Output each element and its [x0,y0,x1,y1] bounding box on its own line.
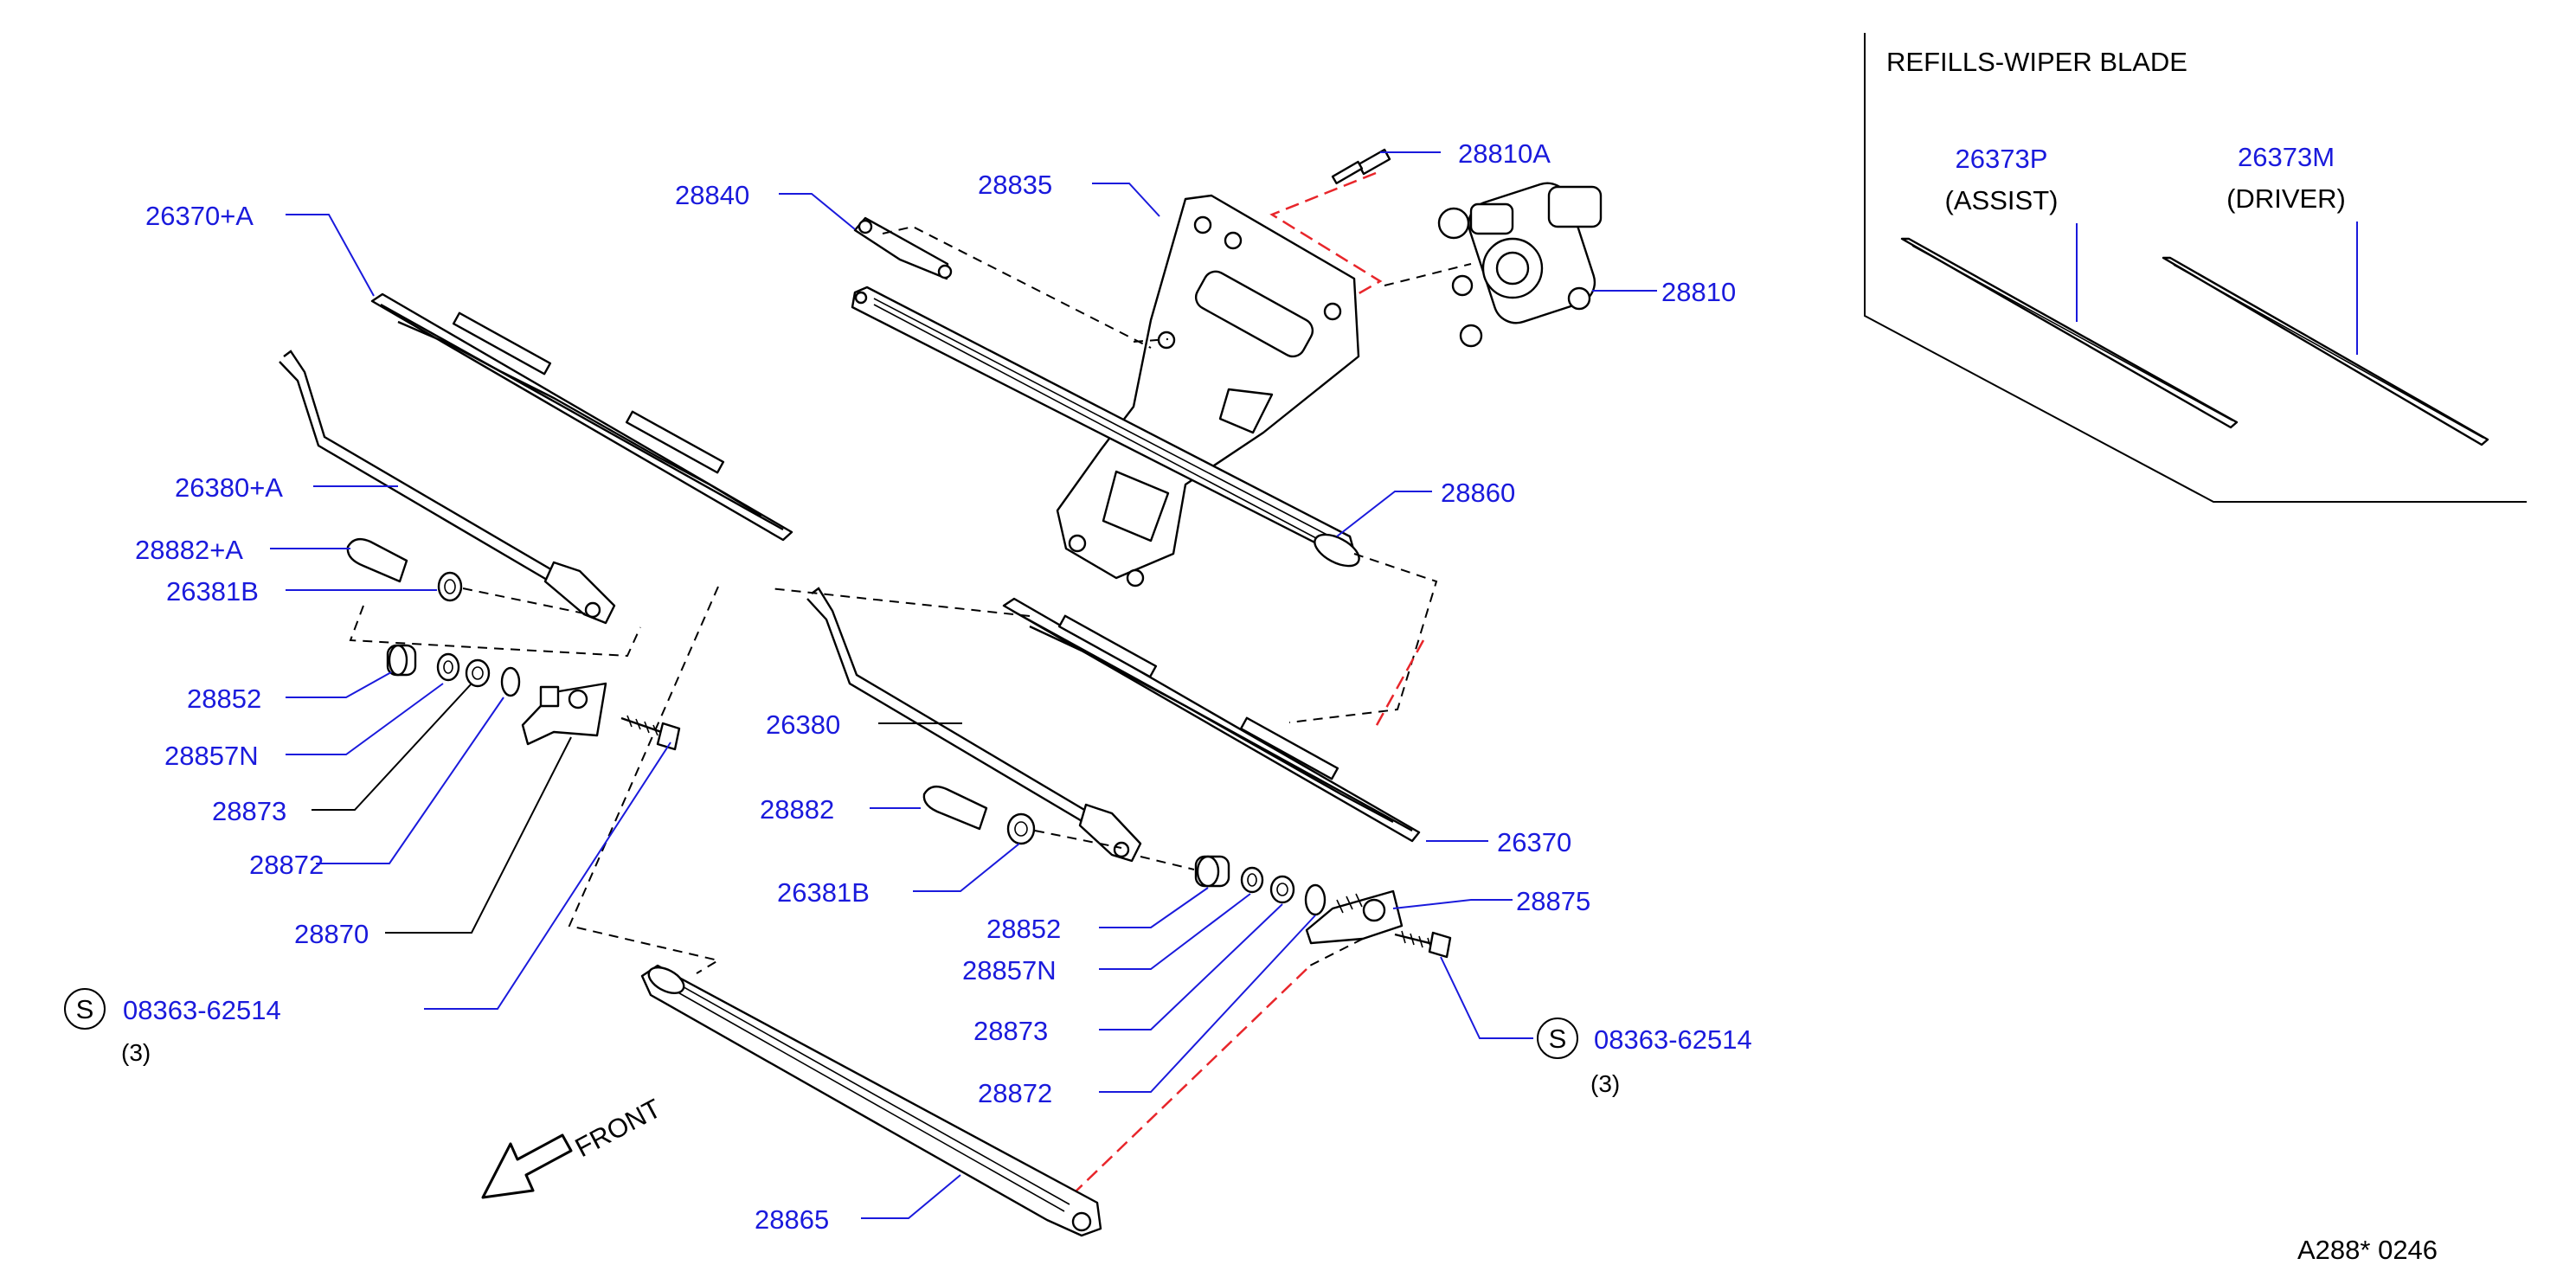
arm-cap-28882A[interactable] [346,537,408,583]
callout-08363-right[interactable]: 08363-62514 [1594,1024,1752,1055]
callout-26381B-right[interactable]: 26381B [777,877,870,908]
callout-28872-right[interactable]: 28872 [978,1078,1052,1108]
callout-26370[interactable]: 26370 [1497,827,1571,857]
callout-28873-right[interactable]: 28873 [973,1016,1048,1046]
wiper-blade-26370[interactable] [1002,597,1421,843]
callout-28875[interactable]: 28875 [1516,886,1590,916]
callout-28835[interactable]: 28835 [978,170,1052,200]
bushing-28852-left[interactable] [386,644,417,677]
front-arrow-icon [481,1133,573,1199]
front-label: FRONT [570,1093,666,1163]
callout-28852-left[interactable]: 28852 [187,684,261,714]
svg-text:S: S [76,994,94,1024]
callout-28810A[interactable]: 28810A [1458,138,1551,169]
callout-26380A[interactable]: 26380+A [175,472,283,503]
nut-26381B-right[interactable] [1006,812,1036,845]
washer-28872-left[interactable] [500,666,521,697]
bolt-08363-left[interactable] [620,715,681,751]
callout-28810[interactable]: 28810 [1661,277,1736,307]
refills-title: REFILLS-WIPER BLADE [1886,47,2187,77]
refill-strip-assist [1900,237,2239,429]
refill-driver-number[interactable]: 26373M [2238,142,2335,172]
bushing-28852-right[interactable] [1194,855,1230,888]
callout-28857N-right[interactable]: 28857N [962,955,1057,985]
callout-28882A[interactable]: 28882+A [135,535,243,565]
arm-cap-28882[interactable] [922,785,988,831]
callout-28872-left[interactable]: 28872 [249,850,324,880]
callout-28857N-left[interactable]: 28857N [164,741,259,771]
refill-driver-caption: (DRIVER) [2226,183,2346,214]
washer-28873-left[interactable] [465,658,491,688]
screw-symbol-left: S [64,988,106,1030]
wiper-arm-26380A[interactable] [279,350,616,625]
refill-assist-caption: (ASSIST) [1945,185,2059,215]
pivot-link-28840[interactable] [853,216,953,280]
washer-28857N-left[interactable] [436,652,460,682]
wiper-arm-26380[interactable] [806,587,1142,863]
connecting-rod-28860[interactable] [851,286,1364,573]
qty-left: (3) [121,1039,151,1066]
connecting-rod-28865[interactable] [640,962,1102,1237]
callout-08363-left[interactable]: 08363-62514 [123,995,281,1025]
washer-28872-right[interactable] [1304,883,1327,916]
svg-text:S: S [1549,1024,1567,1054]
wiper-blade-26370A[interactable] [370,292,793,542]
callout-28865[interactable]: 28865 [755,1204,829,1235]
bolt-08363-right[interactable] [1394,930,1452,959]
qty-right: (3) [1590,1070,1620,1097]
callout-26381B-left[interactable]: 26381B [166,576,259,607]
refill-assist-number[interactable]: 26373P [1956,144,2048,174]
callout-26380[interactable]: 26380 [766,709,840,740]
callout-28852-right[interactable]: 28852 [986,914,1061,944]
callout-28840[interactable]: 28840 [675,180,749,210]
callout-28873-left[interactable]: 28873 [212,796,286,826]
pivot-28870[interactable] [521,682,607,746]
screw-symbol-right: S [1537,1018,1578,1059]
callout-28882[interactable]: 28882 [760,794,834,825]
wiper-motor-28810[interactable] [1437,177,1603,348]
nut-26381B-left[interactable] [437,571,463,602]
callout-labels: 28810A 28810 28835 28840 28860 26370+A 2… [64,138,1752,1235]
refill-strip-driver [2162,256,2489,446]
diagram-code: A288* 0246 [2297,1235,2438,1265]
callout-26370A[interactable]: 26370+A [145,201,254,231]
refills-panel: REFILLS-WIPER BLADE 26373P (ASSIST) 2637… [1864,33,2527,503]
bracket-28835[interactable] [1056,194,1360,587]
callout-28870[interactable]: 28870 [294,919,369,949]
leader-lines [270,151,1657,1219]
washer-28857N-right[interactable] [1240,866,1264,894]
callout-28860[interactable]: 28860 [1441,478,1515,508]
motor-bolt-28810A[interactable] [1331,148,1391,185]
washer-28873-right[interactable] [1269,875,1295,904]
